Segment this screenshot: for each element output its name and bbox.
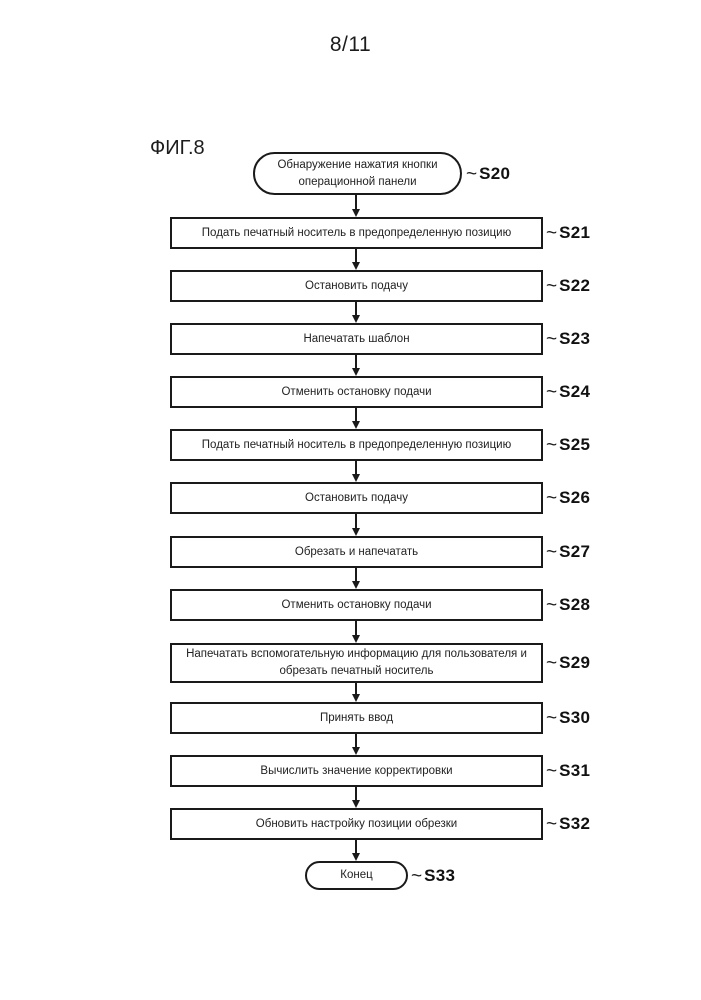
process-box: Принять ввод <box>170 702 543 734</box>
step-text: Отменить остановку подачи <box>281 385 432 398</box>
flow-node-s24: Отменить остановку подачи ~ S24 <box>0 376 701 408</box>
process-box: Обрезать и напечатать <box>170 536 543 568</box>
step-text: Обрезать и напечатать <box>294 545 419 558</box>
step-id-label: S26 <box>559 488 591 507</box>
step-text: Принять ввод <box>319 711 394 724</box>
step-text: Обновить настройку позиции обрезки <box>255 817 458 830</box>
page-number: 8/11 <box>329 33 372 56</box>
tilde-connector: ~ <box>546 761 558 782</box>
step-ref: ~ S20 <box>466 152 510 195</box>
tilde-connector: ~ <box>411 865 423 887</box>
tilde-connector: ~ <box>546 595 558 616</box>
step-ref: ~ S33 <box>411 861 455 890</box>
step-ref: ~ S25 <box>546 429 590 461</box>
flow-node-s20: Обнаружение нажатия кнопки операционной … <box>0 152 701 195</box>
step-ref: ~ S28 <box>546 589 590 621</box>
step-text: Остановить подачу <box>305 491 408 504</box>
step-id-label: S24 <box>559 382 591 401</box>
step-text: Остановить подачу <box>305 279 408 292</box>
step-text: Отменить остановку подачи <box>281 598 432 611</box>
step-text: Напечатать вспомогательную информацию дл… <box>186 648 527 677</box>
flow-node-s22: Остановить подачу ~ S22 <box>0 270 701 302</box>
step-text: Подать печатный носитель в предопределен… <box>201 226 512 239</box>
step-ref: ~ S30 <box>546 702 590 734</box>
tilde-connector: ~ <box>546 708 558 729</box>
tilde-connector: ~ <box>546 329 558 350</box>
step-id-label: S32 <box>559 814 591 833</box>
step-ref: ~ S26 <box>546 482 590 514</box>
process-box: Остановить подачу <box>170 482 543 514</box>
flow-node-s28: Отменить остановку подачи ~ S28 <box>0 589 701 621</box>
step-id-label: S23 <box>559 329 591 348</box>
step-ref: ~ S32 <box>546 808 590 840</box>
process-box: Остановить подачу <box>170 270 543 302</box>
step-ref: ~ S21 <box>546 217 590 249</box>
step-ref: ~ S23 <box>546 323 590 355</box>
flow-node-s21: Подать печатный носитель в предопределен… <box>0 217 701 249</box>
step-id-label: S33 <box>424 865 456 885</box>
figure-label: ФИГ.8 <box>150 137 205 159</box>
process-box: Отменить остановку подачи <box>170 589 543 621</box>
step-ref: ~ S29 <box>546 643 590 683</box>
terminal-shape: Конец <box>305 861 408 890</box>
step-id-label: S20 <box>479 163 511 183</box>
step-id-label: S21 <box>559 223 591 242</box>
process-box: Подать печатный носитель в предопределен… <box>170 429 543 461</box>
tilde-connector: ~ <box>546 814 558 835</box>
tilde-connector: ~ <box>546 435 558 456</box>
flow-node-s26: Остановить подачу ~ S26 <box>0 482 701 514</box>
step-id-label: S30 <box>559 708 591 727</box>
tilde-connector: ~ <box>546 653 558 674</box>
process-box: Обновить настройку позиции обрезки <box>170 808 543 840</box>
flow-node-s33: Конец ~ S33 <box>0 861 701 890</box>
step-ref: ~ S27 <box>546 536 590 568</box>
flow-node-s31: Вычислить значение корректировки ~ S31 <box>0 755 701 787</box>
terminal-shape: Обнаружение нажатия кнопки операционной … <box>253 152 462 195</box>
tilde-connector: ~ <box>466 163 478 185</box>
tilde-connector: ~ <box>546 223 558 244</box>
step-id-label: S27 <box>559 542 591 561</box>
tilde-connector: ~ <box>546 276 558 297</box>
tilde-connector: ~ <box>546 488 558 509</box>
step-text: Конец <box>340 869 373 882</box>
step-ref: ~ S24 <box>546 376 590 408</box>
step-text: Напечатать шаблон <box>303 332 410 345</box>
tilde-connector: ~ <box>546 542 558 563</box>
process-box: Напечатать шаблон <box>170 323 543 355</box>
process-box: Вычислить значение корректировки <box>170 755 543 787</box>
flow-node-s27: Обрезать и напечатать ~ S27 <box>0 536 701 568</box>
flow-node-s25: Подать печатный носитель в предопределен… <box>0 429 701 461</box>
flow-node-s32: Обновить настройку позиции обрезки ~ S32 <box>0 808 701 840</box>
step-id-label: S25 <box>559 435 591 454</box>
flow-node-s29: Напечатать вспомогательную информацию дл… <box>0 643 701 683</box>
step-ref: ~ S22 <box>546 270 590 302</box>
step-text: Обнаружение нажатия кнопки операционной … <box>277 158 438 188</box>
step-id-label: S29 <box>559 653 591 672</box>
process-box: Подать печатный носитель в предопределен… <box>170 217 543 249</box>
step-text: Подать печатный носитель в предопределен… <box>201 438 512 451</box>
tilde-connector: ~ <box>546 382 558 403</box>
flow-node-s23: Напечатать шаблон ~ S23 <box>0 323 701 355</box>
process-box: Отменить остановку подачи <box>170 376 543 408</box>
step-id-label: S28 <box>559 595 591 614</box>
process-box: Напечатать вспомогательную информацию дл… <box>170 643 543 683</box>
step-id-label: S31 <box>559 761 591 780</box>
step-id-label: S22 <box>559 276 591 295</box>
step-text: Вычислить значение корректировки <box>260 764 453 777</box>
flow-node-s30: Принять ввод ~ S30 <box>0 702 701 734</box>
step-ref: ~ S31 <box>546 755 590 787</box>
